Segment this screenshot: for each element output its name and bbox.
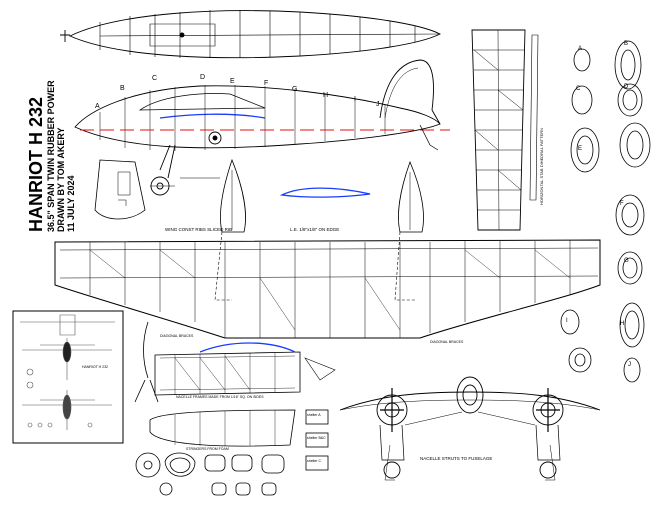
station-g: G: [292, 86, 297, 93]
svg-text:J: J: [628, 362, 631, 368]
diagonal-braces-label-2: DIAGONAL BRACES: [430, 340, 464, 344]
svg-text:E: E: [578, 146, 582, 152]
front-view: [339, 376, 601, 481]
plan-title: HANRIOT H 232: [26, 97, 46, 232]
svg-text:H: H: [620, 321, 624, 327]
station-j: J: [376, 101, 380, 108]
shelter-boxes: [305, 409, 329, 471]
svg-text:C: C: [576, 86, 581, 92]
wing-ribs-label: WING CONST RIBS SLICED RIB: [165, 227, 232, 232]
station-i: I: [354, 96, 356, 103]
fuselage-side-view: [74, 59, 450, 196]
tail-pattern-label: HORIZONTAL STAB DIHEDRAL PATTERN: [539, 128, 544, 205]
tail-dihedral-strip: [529, 34, 539, 201]
plan-subtitle-2: DRAWN BY TOM AKERY: [56, 127, 66, 232]
svg-text:HORIZONTAL STAB DIHEDRAL PATTE: HORIZONTAL STAB DIHEDRAL PATTERN: [539, 128, 544, 205]
diagonal-braces-label: DIAGONAL BRACES: [160, 334, 194, 338]
station-f: F: [264, 80, 268, 87]
svg-text:I: I: [566, 318, 568, 324]
fuselage-top-view: [60, 10, 442, 59]
svg-text:A: A: [578, 46, 582, 52]
station-h: H: [323, 92, 328, 99]
station-c: C: [152, 75, 157, 82]
plan-subtitle-3: 11 JULY 2024: [66, 175, 76, 232]
formers-column: [560, 40, 651, 383]
horizontal-tail-plan: [471, 29, 526, 231]
side-cockpit-part: [94, 159, 146, 220]
station-d: D: [200, 74, 205, 81]
le-edge-label: L.E. 1/8"x1/8" ON EDGE: [290, 227, 339, 232]
station-letters: A B C D E F G H I J: [95, 74, 380, 110]
station-e: E: [230, 78, 235, 85]
small-parts: [135, 452, 285, 496]
nacelle-struts-label: NACELLE STRUTS TO FUSELAGE: [420, 456, 492, 461]
three-view-thumbnail: HANRIOT H 232: [12, 310, 124, 444]
plan-subtitle-1: 36.5" SPAN TWIN RUBBER POWER: [46, 80, 56, 232]
shelter-b-label: shelter B&C: [307, 436, 326, 440]
shelter-c-label: shelter C: [307, 459, 321, 463]
nacelle-side-view: [134, 321, 336, 403]
nacelle-tops: [220, 158, 424, 233]
svg-text:B: B: [624, 41, 628, 47]
former-letters: A B C D E F G H I J: [566, 41, 631, 368]
station-a: A: [95, 103, 100, 110]
wing-rib-airfoil: [180, 177, 371, 198]
nacelle-frame-label: NACELLE FRAMES MADE FROM 1/16" SQ. ON SI…: [176, 395, 264, 399]
svg-text:F: F: [620, 201, 624, 207]
svg-text:G: G: [624, 258, 629, 264]
shelter-a-label: shelter A: [307, 413, 321, 417]
station-b: B: [120, 85, 125, 92]
wing-plan: [54, 231, 601, 339]
title-block: HANRIOT H 232 36.5" SPAN TWIN RUBBER POW…: [26, 80, 76, 232]
nacelle-bottom-view: [149, 409, 296, 447]
stringers-label: STRINGERS FROM FOAM: [186, 447, 229, 451]
svg-text:D: D: [624, 84, 629, 90]
thumbnail-title: HANRIOT H 232: [82, 365, 108, 369]
